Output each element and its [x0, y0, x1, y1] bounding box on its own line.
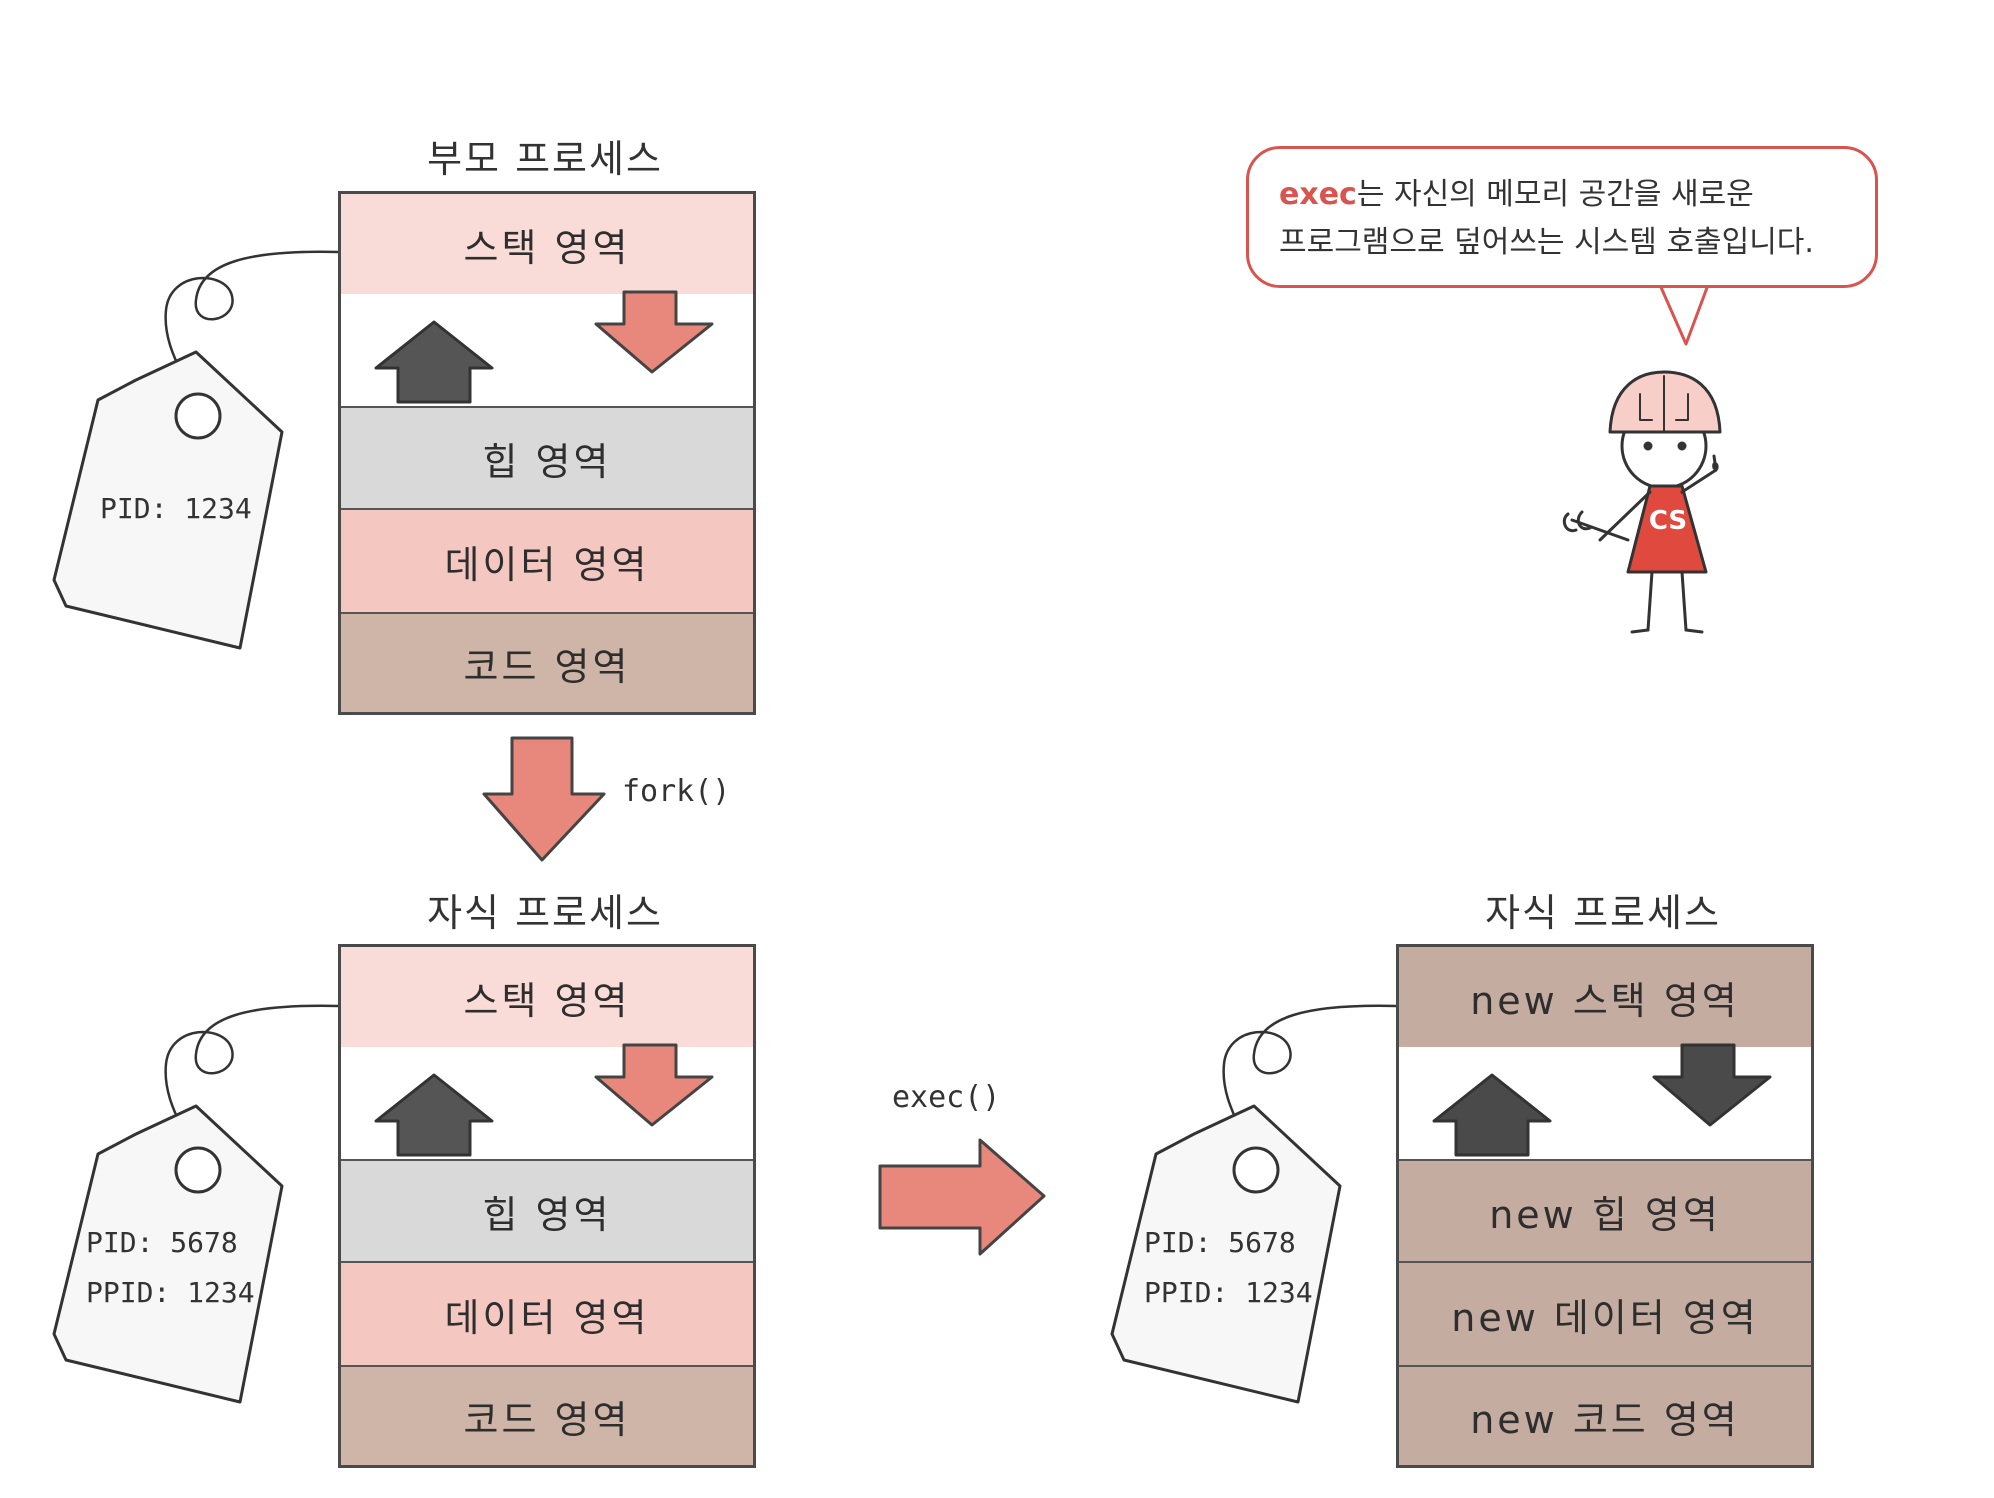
new-heap-segment: new 힙 영역 [1399, 1159, 1811, 1261]
child-data-segment: 데이터 영역 [341, 1261, 753, 1365]
exec-tag-string [1222, 1004, 1397, 1171]
exec-child-process-title: 자식 프로세스 [1485, 891, 1721, 935]
child-tag-hole [174, 1146, 222, 1194]
parent-tag-string [164, 250, 339, 417]
parent-process-title: 부모 프로세스 [427, 137, 663, 181]
exec-child-tag [1110, 1104, 1342, 1404]
mascot-badge: CS [1648, 506, 1688, 536]
child-code-segment: 코드 영역 [341, 1365, 753, 1465]
child-heap-grow-up-arrow [374, 1073, 494, 1157]
child-stack-segment: 스택 영역 [341, 947, 753, 1047]
blueprint-roll [1562, 510, 1630, 542]
speech-line-2: 프로그램으로 덮어쓰는 시스템 호출입니다. [1279, 225, 1814, 260]
fork-arrow [482, 736, 606, 862]
parent-heap-segment: 힙 영역 [341, 406, 753, 508]
exec-label: exec() [892, 1080, 1001, 1115]
speech-line-1-rest: 는 자신의 메모리 공간을 새로운 [1356, 177, 1754, 212]
exec-child-memory-stack: new 스택 영역 new 힙 영역 new 데이터 영역 new 코드 영역 [1396, 944, 1814, 1468]
parent-stack-segment: 스택 영역 [341, 194, 753, 294]
exec-child-tag-hole [1232, 1146, 1280, 1194]
new-data-segment: new 데이터 영역 [1399, 1261, 1811, 1365]
speech-line-1: exec는 자신의 메모리 공간을 새로운 [1279, 171, 1845, 219]
new-stack-segment: new 스택 영역 [1399, 947, 1811, 1047]
new-heap-grow-up-arrow [1432, 1073, 1552, 1157]
parent-tag-hole [174, 392, 222, 440]
exec-arrow [878, 1138, 1046, 1256]
exec-child-pid-label: PID: 5678 [1144, 1226, 1296, 1259]
child-stack-grow-down-arrow [594, 1043, 714, 1127]
mascot [1562, 370, 1722, 634]
child-ppid-label: PPID: 1234 [86, 1276, 255, 1309]
parent-pid-label: PID: 1234 [100, 492, 252, 525]
child-pid-label: PID: 5678 [86, 1226, 238, 1259]
child-memory-stack: 스택 영역 힙 영역 데이터 영역 코드 영역 [338, 944, 756, 1468]
new-code-segment: new 코드 영역 [1399, 1365, 1811, 1465]
speech-bubble-tail [1658, 284, 1710, 346]
speech-bubble: exec는 자신의 메모리 공간을 새로운 프로그램으로 덮어쓰는 시스템 호출… [1246, 146, 1878, 288]
child-heap-segment: 힙 영역 [341, 1159, 753, 1261]
new-stack-grow-down-arrow [1652, 1043, 1772, 1127]
stack-grow-down-arrow [594, 290, 714, 374]
child-tag-string [164, 1004, 339, 1171]
child-tag [52, 1104, 284, 1404]
heap-grow-up-arrow [374, 320, 494, 404]
fork-label: fork() [622, 774, 731, 809]
mascot-shirt [1626, 484, 1708, 574]
parent-code-segment: 코드 영역 [341, 612, 753, 712]
speech-highlight: exec [1279, 177, 1357, 212]
parent-data-segment: 데이터 영역 [341, 508, 753, 612]
child-process-title: 자식 프로세스 [427, 891, 663, 935]
exec-child-ppid-label: PPID: 1234 [1144, 1276, 1313, 1309]
parent-tag [52, 350, 284, 650]
